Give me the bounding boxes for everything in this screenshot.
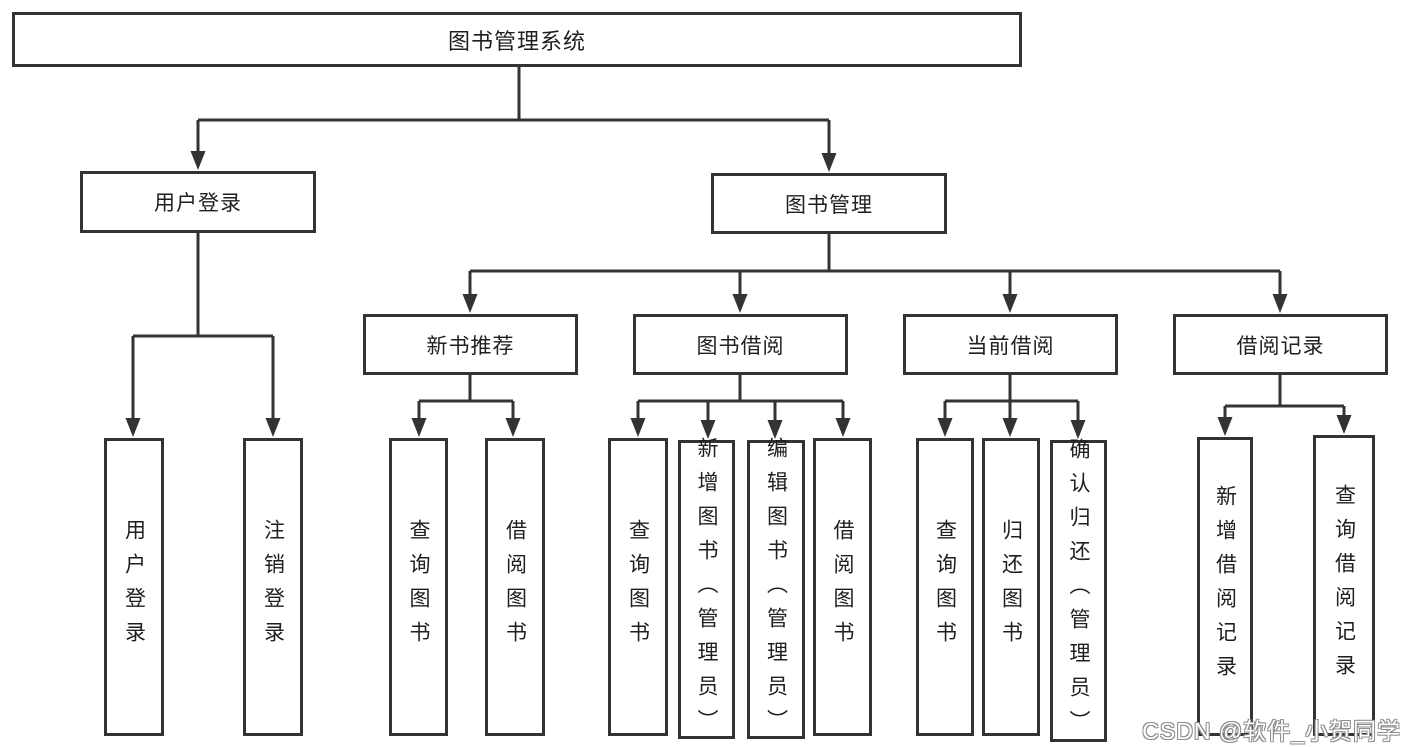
leaf-label: 归还图书	[999, 519, 1023, 655]
node-current-borrow: 当前借阅	[903, 314, 1118, 375]
leaf-user-login: 用户登录	[104, 438, 164, 736]
leaf-label: 用户登录	[122, 519, 146, 655]
node-label: 图书借阅	[696, 334, 785, 358]
node-book-borrow: 图书借阅	[633, 314, 848, 375]
arrowheads	[125, 151, 1352, 439]
leaf-query-books-borrow: 查询图书	[608, 438, 668, 736]
node-book-management: 图书管理	[711, 173, 947, 234]
leaf-label: 新增借阅记录	[1213, 484, 1237, 689]
node-user-login: 用户登录	[80, 171, 316, 233]
node-borrow-records: 借阅记录	[1173, 314, 1388, 375]
leaf-label: 查询图书	[626, 519, 650, 655]
node-new-book-recommend: 新书推荐	[363, 314, 578, 375]
leaf-add-borrow-record: 新增借阅记录	[1197, 437, 1253, 736]
leaf-return-books: 归还图书	[982, 438, 1040, 736]
leaf-add-books-admin: 新增图书（管理员）	[678, 437, 735, 743]
leaf-query-books-current: 查询图书	[916, 438, 974, 736]
leaf-borrow-books-recommend: 借阅图书	[485, 438, 545, 736]
leaf-label: 查询图书	[933, 519, 957, 655]
leaf-query-borrow-record: 查询借阅记录	[1313, 435, 1375, 736]
leaf-logout: 注销登录	[243, 438, 303, 736]
node-label: 当前借阅	[966, 334, 1055, 358]
node-label: 图书管理系统	[447, 28, 586, 54]
node-label: 新书推荐	[426, 334, 515, 358]
leaf-label: 新增图书（管理员）	[695, 436, 718, 743]
node-library-management-system: 图书管理系统	[12, 12, 1022, 67]
leaf-label: 查询图书	[407, 519, 430, 655]
leaf-label: 查询借阅记录	[1332, 483, 1356, 688]
leaf-label: 借阅图书	[831, 519, 854, 655]
csdn-watermark: CSDN @软件_小贺同学	[1142, 718, 1401, 744]
leaf-label: 注销登录	[261, 519, 285, 655]
node-label: 图书管理	[785, 193, 873, 217]
leaf-query-books-recommend: 查询图书	[389, 438, 448, 736]
node-label: 借阅记录	[1236, 334, 1325, 358]
leaf-borrow-books: 借阅图书	[813, 438, 872, 736]
leaf-label: 确认归还（管理员）	[1067, 438, 1090, 744]
node-label: 用户登录	[154, 192, 242, 215]
leaf-label: 借阅图书	[503, 519, 527, 655]
leaf-edit-books-admin: 编辑图书（管理员）	[747, 437, 805, 743]
leaf-confirm-return-admin: 确认归还（管理员）	[1050, 438, 1107, 744]
leaf-label: 编辑图书（管理员）	[764, 436, 788, 743]
